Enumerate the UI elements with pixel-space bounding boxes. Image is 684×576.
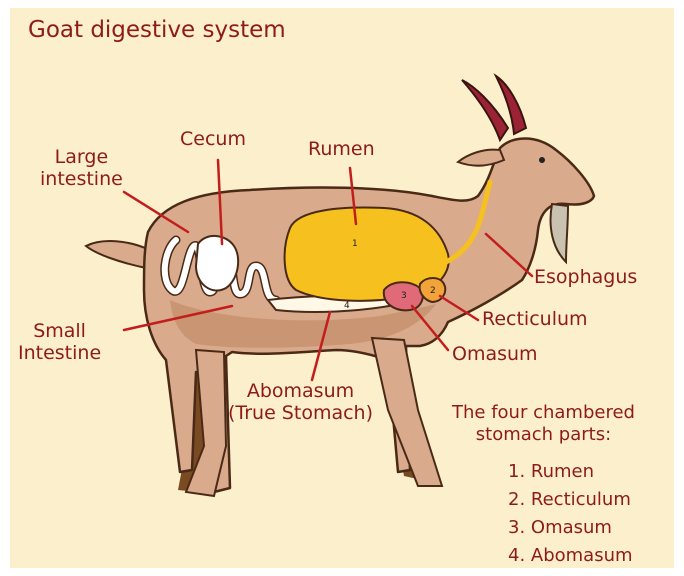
goat-ear (458, 150, 504, 166)
label-large-intestine-line-2: intestine (40, 168, 123, 190)
label-large-intestine: Large intestine (40, 146, 123, 190)
label-abomasum-line-1: Abomasum (228, 380, 373, 402)
goat-horns (462, 76, 526, 140)
label-small-intestine-line-1: Small (18, 320, 101, 342)
chamber-number-2: 2 (430, 286, 436, 296)
label-abomasum: Abomasum (True Stomach) (228, 380, 373, 424)
legend-item-rumen: 1. Rumen (508, 458, 635, 486)
label-omasum: Omasum (452, 343, 538, 365)
goat-beard (551, 204, 568, 262)
label-large-intestine-line-1: Large (40, 146, 123, 168)
legend-item-abomasum: 4. Abomasum (508, 542, 635, 570)
legend-title-line-1: The four chambered (452, 402, 635, 424)
label-cecum: Cecum (180, 128, 246, 150)
legend-item-omasum: 3. Omasum (508, 514, 635, 542)
goat-tail (86, 241, 150, 268)
chamber-number-1: 1 (352, 239, 358, 249)
legend-item-recticulum: 2. Recticulum (508, 486, 635, 514)
stomach-legend: The four chambered stomach parts: 1. Rum… (452, 402, 635, 570)
legend-title: The four chambered stomach parts: (452, 402, 635, 446)
cecum-shape (196, 236, 238, 291)
label-small-intestine: Small Intestine (18, 320, 101, 364)
goat-eye (539, 157, 545, 163)
label-recticulum: Recticulum (482, 308, 588, 330)
label-rumen: Rumen (308, 138, 375, 160)
legend-title-line-2: stomach parts: (452, 424, 635, 446)
chamber-number-3: 3 (401, 291, 407, 301)
legend-list: 1. Rumen 2. Recticulum 3. Omasum 4. Abom… (452, 458, 635, 570)
diagram-title: Goat digestive system (28, 16, 286, 44)
label-esophagus: Esophagus (534, 266, 637, 288)
label-small-intestine-line-2: Intestine (18, 342, 101, 364)
chamber-number-4: 4 (344, 301, 350, 311)
label-abomasum-line-2: (True Stomach) (228, 402, 373, 424)
